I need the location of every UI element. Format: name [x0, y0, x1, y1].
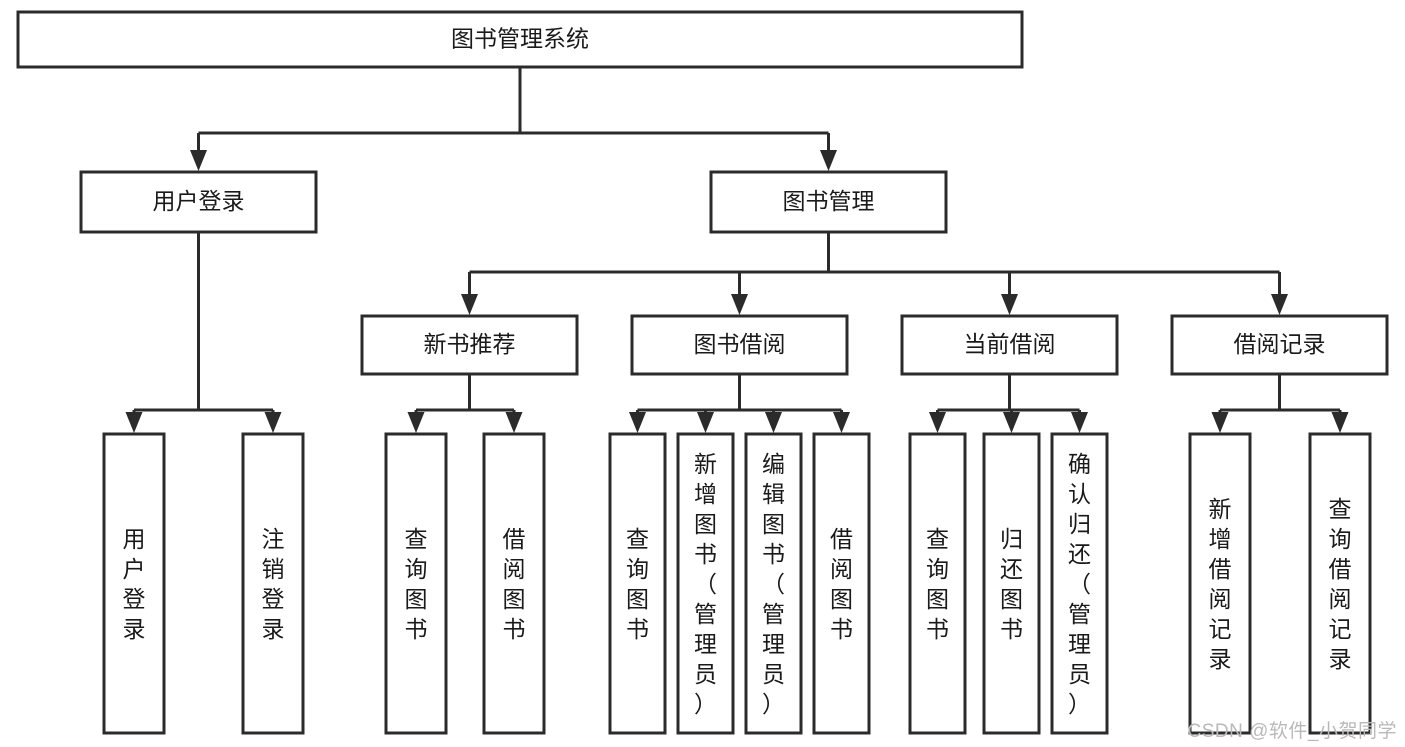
node-leaf-add-book[interactable]: 新增图书（管理员）	[676, 432, 735, 735]
node-label-leaf-query-book-1: 查询图书	[405, 526, 428, 642]
node-leaf-query-book-3[interactable]: 查询图书	[908, 432, 967, 735]
node-leaf-logout[interactable]: 注销登录	[241, 432, 305, 735]
node-box-leaf-add-record	[1188, 432, 1252, 735]
edges-layer	[125, 67, 1349, 433]
node-label-leaf-query-book-2: 查询图书	[626, 526, 649, 642]
arrow-head-leaf-query-book-3	[929, 412, 946, 433]
node-bookmgr[interactable]: 图书管理	[709, 170, 948, 234]
arrow-head-borrow	[731, 294, 748, 315]
arrow-head-newbook	[461, 294, 478, 315]
node-box-leaf-query-book-1	[384, 432, 448, 735]
node-box-leaf-confirm-return	[1050, 432, 1109, 735]
node-leaf-query-book-1[interactable]: 查询图书	[384, 432, 448, 735]
node-label-leaf-add-book: 新增图书（管理员）	[694, 451, 717, 717]
arrow-head-leaf-borrow-book-1	[505, 412, 523, 433]
node-label-leaf-borrow-book-2: 借阅图书	[830, 526, 853, 642]
node-box-records	[1170, 314, 1389, 376]
node-box-login	[79, 170, 318, 234]
node-box-leaf-user-login	[102, 432, 166, 735]
node-label-records: 借阅记录	[1234, 331, 1326, 357]
node-label-leaf-return-book: 归还图书	[1000, 526, 1023, 642]
node-box-leaf-edit-book	[744, 432, 803, 735]
node-label-leaf-logout: 注销登录	[262, 526, 285, 642]
node-box-bookmgr	[709, 170, 948, 234]
arrow-head-leaf-return-book	[1003, 412, 1020, 433]
arrow-head-leaf-add-record	[1211, 412, 1229, 433]
node-box-leaf-logout	[241, 432, 305, 735]
node-box-newbook	[360, 314, 579, 376]
nodes-layer: 图书管理系统用户登录图书管理新书推荐图书借阅当前借阅借阅记录用户登录注销登录查询…	[16, 10, 1389, 735]
arrow-head-leaf-edit-book	[765, 412, 782, 433]
node-records[interactable]: 借阅记录	[1170, 314, 1389, 376]
node-box-leaf-query-record	[1308, 432, 1372, 735]
node-label-leaf-confirm-return: 确认归还（管理员）	[1068, 451, 1091, 717]
arrow-head-leaf-logout	[264, 412, 282, 433]
node-box-current	[900, 314, 1119, 376]
node-box-leaf-borrow-book-2	[812, 432, 871, 735]
node-leaf-borrow-book-1[interactable]: 借阅图书	[482, 432, 546, 735]
node-leaf-query-record[interactable]: 查询借阅记录	[1308, 432, 1372, 735]
node-box-leaf-add-book	[676, 432, 735, 735]
node-label-current: 当前借阅	[964, 331, 1056, 357]
node-box-borrow	[630, 314, 849, 376]
arrow-head-leaf-borrow-book-2	[833, 412, 850, 433]
node-leaf-confirm-return[interactable]: 确认归还（管理员）	[1050, 432, 1109, 735]
node-label-bookmgr: 图书管理	[783, 188, 875, 214]
node-box-leaf-query-book-2	[608, 432, 667, 735]
node-leaf-add-record[interactable]: 新增借阅记录	[1188, 432, 1252, 735]
node-label-newbook: 新书推荐	[424, 331, 516, 357]
arrow-head-leaf-add-book	[697, 412, 714, 433]
node-leaf-user-login[interactable]: 用户登录	[102, 432, 166, 735]
node-current[interactable]: 当前借阅	[900, 314, 1119, 376]
arrow-head-leaf-confirm-return	[1071, 412, 1088, 433]
node-leaf-return-book[interactable]: 归还图书	[982, 432, 1041, 735]
node-label-leaf-add-record: 新增借阅记录	[1209, 496, 1232, 672]
arrow-head-leaf-query-book-2	[629, 412, 646, 433]
node-box-leaf-query-book-3	[908, 432, 967, 735]
node-leaf-edit-book[interactable]: 编辑图书（管理员）	[744, 432, 803, 735]
node-label-login: 用户登录	[153, 188, 245, 214]
node-box-leaf-borrow-book-1	[482, 432, 546, 735]
node-login[interactable]: 用户登录	[79, 170, 318, 234]
node-root[interactable]: 图书管理系统	[16, 10, 1024, 69]
node-box-root	[16, 10, 1024, 69]
node-label-root: 图书管理系统	[451, 26, 589, 52]
node-label-leaf-user-login: 用户登录	[123, 526, 146, 642]
node-label-leaf-query-record: 查询借阅记录	[1329, 496, 1352, 672]
node-label-leaf-borrow-book-1: 借阅图书	[503, 526, 526, 642]
arrow-head-records	[1271, 294, 1288, 315]
arrow-head-leaf-query-record	[1331, 412, 1349, 433]
arrow-head-leaf-query-book-1	[407, 412, 425, 433]
arrow-head-login	[190, 150, 207, 171]
arrow-head-current	[1001, 294, 1018, 315]
node-leaf-borrow-book-2[interactable]: 借阅图书	[812, 432, 871, 735]
node-label-leaf-edit-book: 编辑图书（管理员）	[762, 451, 785, 717]
node-newbook[interactable]: 新书推荐	[360, 314, 579, 376]
node-box-leaf-return-book	[982, 432, 1041, 735]
arrow-head-leaf-user-login	[125, 412, 143, 433]
node-borrow[interactable]: 图书借阅	[630, 314, 849, 376]
node-leaf-query-book-2[interactable]: 查询图书	[608, 432, 667, 735]
node-label-borrow: 图书借阅	[694, 331, 786, 357]
node-label-leaf-query-book-3: 查询图书	[926, 526, 949, 642]
arrow-head-bookmgr	[820, 150, 837, 171]
